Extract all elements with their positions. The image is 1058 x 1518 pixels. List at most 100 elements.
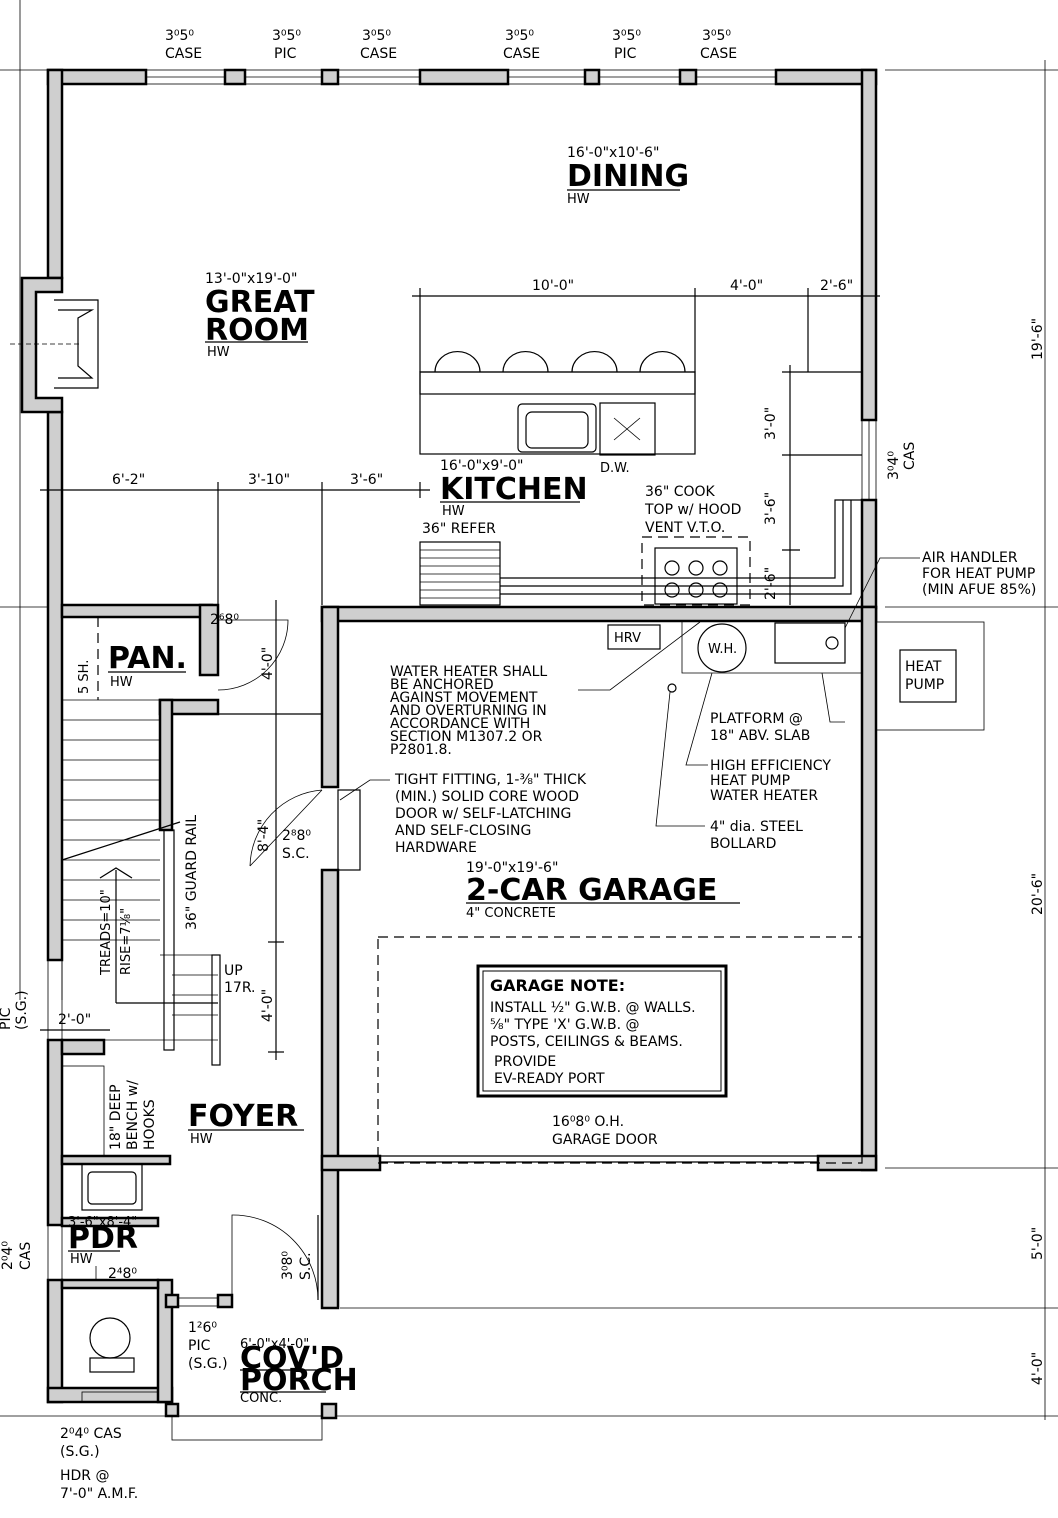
dining-floor: HW [567,192,590,207]
stairs: TREADS=10" RISE=7⅛" 36" GUARD RAIL UP 17… [61,600,361,1066]
pic-126-type: PIC [188,1338,211,1354]
garage-note-line-3: POSTS, CEILINGS & BEAMS. [490,1034,683,1050]
dw-label: D.W. [600,461,630,476]
door-note-5: HARDWARE [395,840,477,856]
great-room: 13'-0"x19'-0" GREAT ROOM HW [10,271,315,389]
garage-floor: 4" CONCRETE [466,906,556,921]
pic-sg-left-2: (S.G.) [14,990,30,1030]
hpwh-2: HEAT PUMP [710,773,790,789]
kitchen-dim: 16'-0"x9'-0" [440,458,524,474]
pdr-dim: 3'-6"x8'-4" [68,1215,137,1230]
pic-126-sg: (S.G.) [188,1356,228,1372]
bollard-2: BOLLARD [710,836,776,852]
powder-room: 3'-6"x8'-4" PDR HW 2⁴8⁰ [68,1163,159,1403]
wh-note-1: WATER HEATER SHALL [390,664,547,680]
pdr-floor: HW [70,1252,93,1267]
porch-dim: 6'-0"x4'-0" [240,1337,309,1352]
door-248: 2⁴8⁰ [108,1266,137,1282]
window-4-size: 3⁰5⁰ [505,28,534,44]
door-note-3: DOOR w/ SELF-LATCHING [395,806,571,822]
hrv-label: HRV [614,631,641,646]
window-5-size: 3⁰5⁰ [612,28,641,44]
dim-kitchen-2-6: 2'-6" [820,278,853,294]
heat-pump-2: PUMP [905,677,944,693]
bench-2: BENCH w/ [125,1080,141,1150]
dim-stair-4-0-bot: 4'-0" [260,989,276,1022]
platform-1: PLATFORM @ [710,711,803,727]
foyer-room: 18" DEEP BENCH w/ HOOKS FOYER HW 3⁰8⁰ S.… [61,1065,319,1301]
dim-stair-4-0-top: 4'-0" [260,647,276,680]
garage-dim: 19'-0"x19'-6" [466,860,558,876]
window-1-size: 3⁰5⁰ [165,28,194,44]
pantry-name: PAN. [108,641,187,676]
dim-5-0: 5'-0" [1030,1227,1046,1260]
great-room-floor: HW [207,345,230,360]
top-windows [145,69,877,501]
door-308-size: 3⁰8⁰ [280,1251,296,1280]
garage-room: 19'-0"x19'-6" 2-CAR GARAGE 4" CONCRETE G… [377,860,863,1164]
refer-label: 36" REFER [422,521,496,537]
great-room-name-2: ROOM [205,313,309,348]
cas-bottom-2: (S.G.) [60,1444,100,1460]
wh-note-5: ACCORDANCE WITH [390,716,530,732]
wh-note-7: P2801.8. [390,742,452,758]
foyer-name: FOYER [188,1099,298,1134]
dim-kitchen-v-2-6: 2'-6" [763,567,779,600]
window-1-type: CASE [165,46,202,62]
kitchen-floor: HW [442,504,465,519]
foyer-floor: HW [190,1132,213,1147]
wh-label: W.H. [708,642,737,657]
bollard-1: 4" dia. STEEL [710,819,803,835]
wh-note-2: BE ANCHORED [390,677,494,693]
great-room-dimensions: 6'-2" 3'-10" 3'-6" [40,472,430,605]
door-288-size: 2⁸8⁰ [282,828,311,844]
garage-door-2: GARAGE DOOR [552,1132,658,1148]
door-note-2: (MIN.) SOLID CORE WOOD [395,789,579,805]
wh-note-3: AGAINST MOVEMENT [390,690,538,706]
heat-pump-1: HEAT [905,659,942,675]
window-2-size: 3⁰5⁰ [272,28,301,44]
dim-kitchen-4: 4'-0" [730,278,763,294]
bench-1: 18" DEEP [108,1084,124,1150]
garage-note-line-2: ⅝" TYPE 'X' G.W.B. @ [490,1017,640,1033]
dim-20-6: 20'-6" [1030,873,1046,915]
pantry-room: PAN. HW 5 SH. 2⁶8⁰ [61,612,289,1000]
kitchen-name: KITCHEN [440,472,588,507]
air-handler-1: AIR HANDLER [922,550,1018,566]
air-handler-3: (MIN AFUE 85%) [922,582,1036,598]
dim-stair-8-4: 8'-4" [256,819,272,852]
porch-floor: CONC. [240,1391,282,1406]
treads-label: TREADS=10" [99,889,114,976]
pantry-shelves: 5 SH. [77,660,92,694]
right-window-size: 3⁰4⁰ [886,451,902,480]
pdr-name: PDR [68,1221,138,1256]
garage-name: 2-CAR GARAGE [466,873,717,908]
garage-notes: WATER HEATER SHALL BE ANCHORED AGAINST M… [339,621,845,856]
window-4-type: CASE [503,46,540,62]
mechanical: AIR HANDLER FOR HEAT PUMP (MIN AFUE 85%)… [607,550,1036,731]
air-handler-2: FOR HEAT PUMP [922,566,1035,582]
dim-kitchen-10: 10'-0" [532,278,574,294]
window-5-type: PIC [614,46,637,62]
hpwh-3: WATER HEATER [710,788,818,804]
window-6-size: 3⁰5⁰ [702,28,731,44]
up-label: UP [224,963,243,979]
kitchen-room: 16'-0"x9'-0" KITCHEN HW 36" REFER 36" CO… [419,458,862,606]
platform-2: 18" ABV. SLAB [710,728,810,744]
rise-label: RISE=7⅛" [119,908,134,975]
bottom-left-labels: 2⁰4⁰ CAS (S.G.) HDR @ 7'-0" A.M.F. [60,1426,138,1502]
window-2-type: PIC [274,46,297,62]
window-6-type: CASE [700,46,737,62]
cas-left-size: 2⁰4⁰ [0,1241,16,1270]
bench-3: HOOKS [142,1099,158,1150]
garage-note-title: GARAGE NOTE: [490,976,625,995]
pic-sg-left-1: PIC [0,1007,14,1030]
dim-3-6: 3'-6" [350,472,383,488]
dim-4-0: 4'-0" [1030,1352,1046,1385]
window-3-type: CASE [360,46,397,62]
cas-bottom-1: 2⁰4⁰ CAS [60,1426,122,1442]
cooktop-line-1: 36" COOK [645,484,716,500]
cooktop-line-3: VENT V.T.O. [645,520,725,536]
dim-3-10: 3'-10" [248,472,290,488]
